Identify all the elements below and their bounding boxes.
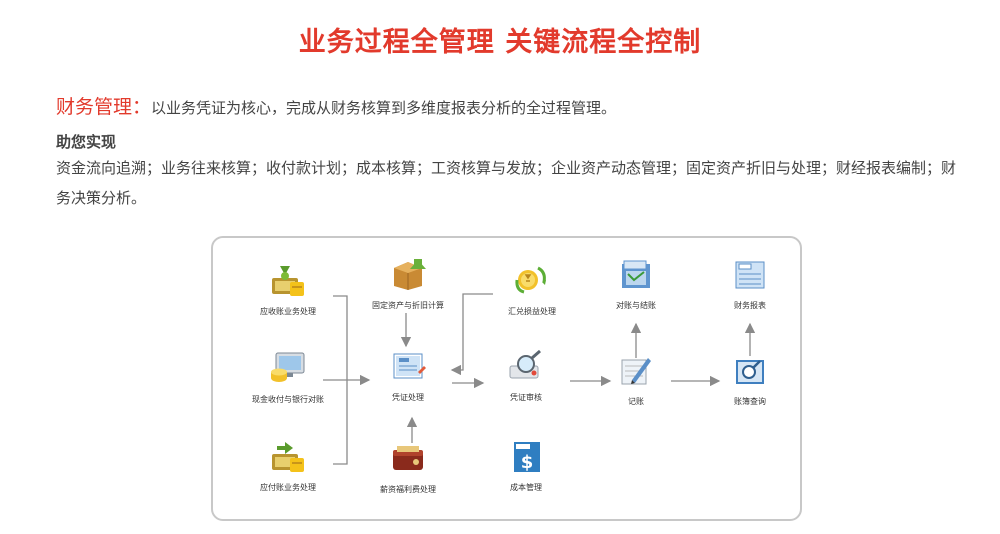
node-audit-label: 凭证审核 <box>510 393 542 402</box>
node-exchange-label: 汇兑损益处理 <box>508 307 556 316</box>
node-cash-bank-label: 现金收付与银行对账 <box>252 395 324 404</box>
node-reconcile-label: 对账与结账 <box>616 301 656 310</box>
page-headline: 业务过程全管理 关键流程全控制 <box>298 27 702 58</box>
folder-icon <box>616 256 656 292</box>
ledger-search-icon <box>730 352 770 388</box>
node-voucher-label: 凭证处理 <box>392 393 424 402</box>
node-fixed-assets-label: 固定资产与折旧计算 <box>372 301 444 310</box>
node-ledger: 账簿查询 <box>695 352 805 407</box>
box-icon <box>388 256 428 292</box>
wallet-icon <box>388 440 428 476</box>
arrow-exchange-to-voucher <box>450 293 493 376</box>
magnifier-icon <box>506 348 546 384</box>
node-exchange: 汇兑损益处理 <box>477 262 587 317</box>
svg-text:$: $ <box>521 452 534 473</box>
node-cash-bank: 现金收付与银行对账 <box>233 350 343 405</box>
node-posting: 记账 <box>581 352 691 407</box>
intro-label: 财务管理： <box>56 96 152 118</box>
report-icon <box>730 256 770 292</box>
monitor-coins-icon <box>268 350 308 386</box>
node-payroll: 薪资福利费处理 <box>353 440 463 495</box>
node-reports-label: 财务报表 <box>734 301 766 310</box>
money-bag-icon <box>268 262 308 298</box>
voucher-icon <box>388 348 428 384</box>
node-receivable: 应收账业务处理 <box>233 262 343 317</box>
node-receivable-label: 应收账业务处理 <box>260 307 316 316</box>
node-cost: $ 成本管理 <box>471 438 581 493</box>
node-ledger-label: 账簿查询 <box>734 397 766 406</box>
node-voucher: 凭证处理 <box>353 348 463 403</box>
node-reconcile: 对账与结账 <box>581 256 691 311</box>
money-bag-icon <box>268 438 308 474</box>
help-title: 助您实现 <box>56 133 117 151</box>
help-text: 资金流向追溯；业务往来核算；收付款计划；成本核算；工资核算与发放；企业资产动态管… <box>56 159 957 207</box>
exchange-coins-icon <box>512 262 552 298</box>
node-payroll-label: 薪资福利费处理 <box>380 485 436 494</box>
dollar-doc-icon: $ <box>506 438 546 474</box>
node-audit: 凭证审核 <box>471 348 581 403</box>
pencil-doc-icon <box>616 352 656 388</box>
node-payable: 应付账业务处理 <box>233 438 343 493</box>
node-reports: 财务报表 <box>695 256 805 311</box>
node-posting-label: 记账 <box>628 397 644 406</box>
intro-line: 财务管理：以业务凭证为核心，完成从财务核算到多维度报表分析的全过程管理。 <box>56 92 616 119</box>
flow-connectors <box>323 293 756 465</box>
node-fixed-assets: 固定资产与折旧计算 <box>353 256 463 311</box>
intro-text: 以业务凭证为核心，完成从财务核算到多维度报表分析的全过程管理。 <box>151 99 617 117</box>
node-payable-label: 应付账业务处理 <box>260 483 316 492</box>
node-cost-label: 成本管理 <box>510 483 542 492</box>
process-diagram: 应收账业务处理 现金收付与银行对账 应付账业务处理 固定资产与折旧计算 凭证处理… <box>211 236 802 521</box>
